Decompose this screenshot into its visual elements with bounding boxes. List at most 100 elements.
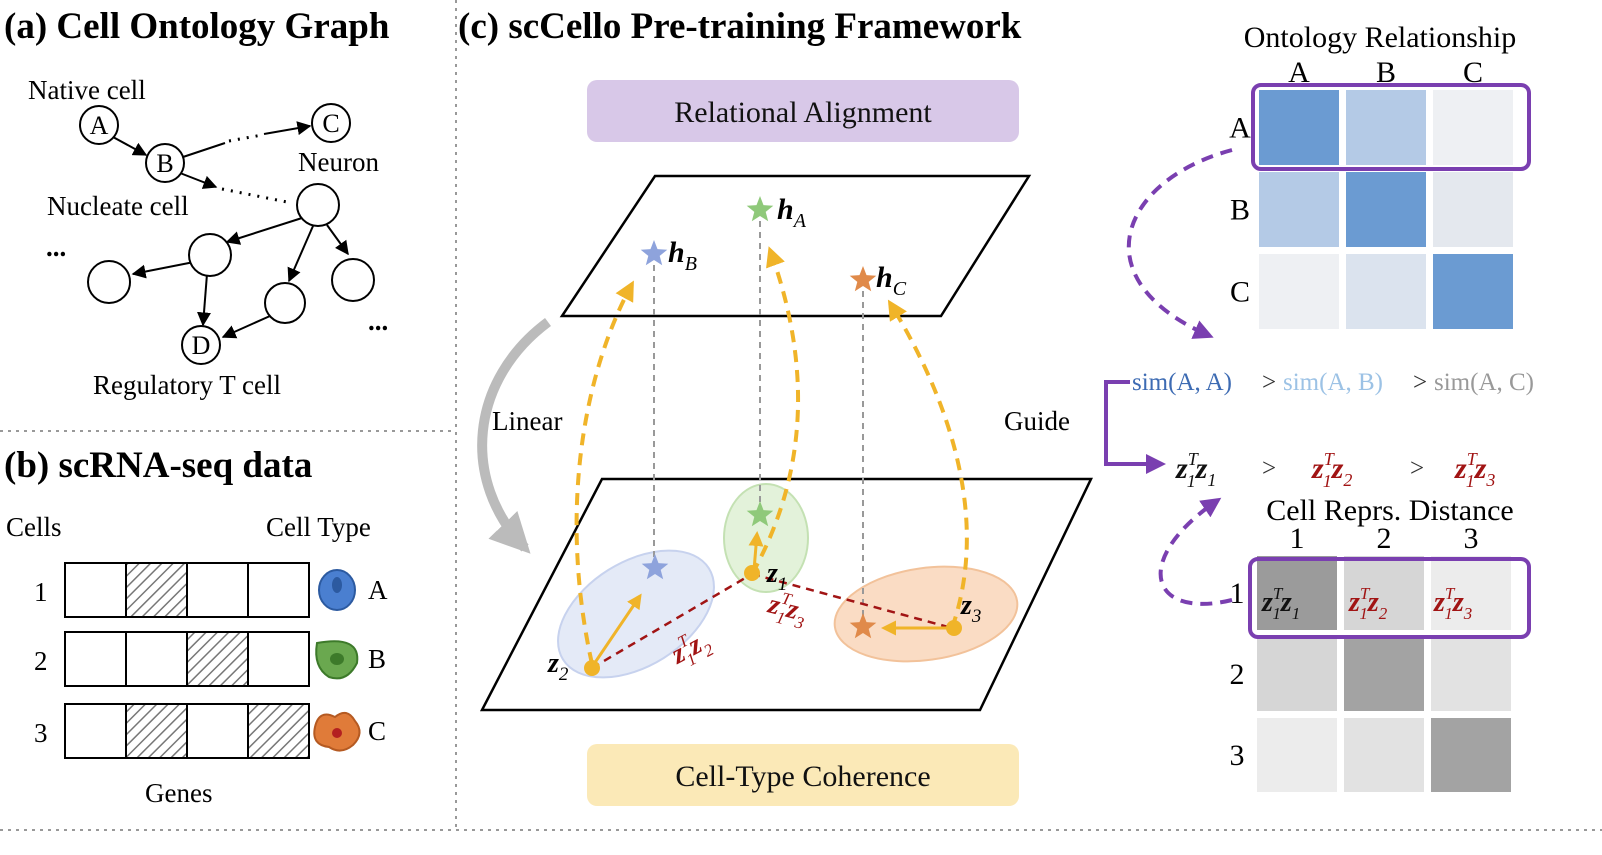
nucleus-icon	[330, 653, 344, 665]
matrix-cell	[1257, 637, 1337, 711]
ellipsis-left: ...	[46, 232, 66, 262]
matrix-col-label: C	[1463, 56, 1483, 89]
ontology-node-mid	[188, 233, 232, 277]
ontology-node-right	[331, 258, 375, 302]
sim-ac: sim(A, C)	[1434, 369, 1534, 396]
cells-label: Cells	[6, 512, 62, 542]
gene-cell	[64, 631, 127, 687]
matrix-col-label: 1	[1290, 522, 1305, 555]
gene-cell	[186, 562, 249, 618]
row-cell-type: A	[368, 575, 388, 605]
linear-label: Linear	[492, 406, 562, 436]
cell-point-3	[946, 620, 962, 636]
nucleus-icon	[332, 728, 342, 738]
ontology-highlight	[1251, 83, 1531, 171]
ontology-node-b: B	[145, 143, 185, 183]
matrix-col-label: 3	[1464, 522, 1479, 555]
matrix-cell	[1433, 90, 1513, 165]
matrix-cell	[1257, 718, 1337, 792]
matrix-cell	[1344, 637, 1424, 711]
matrix-cell	[1259, 90, 1339, 165]
matrix-cell	[1346, 90, 1426, 165]
row-index: 3	[34, 718, 48, 748]
matrix-cell	[1433, 172, 1513, 247]
gene-cell	[247, 562, 310, 618]
relational-alignment-box	[587, 80, 1019, 142]
matrix-cell	[1344, 718, 1424, 792]
label-regulatory-t-cell: Regulatory T cell	[93, 370, 281, 400]
linear-arrow	[477, 317, 551, 554]
nucleus-icon	[332, 577, 342, 593]
label-neuron: Neuron	[298, 147, 379, 177]
matrix-row-label: C	[1230, 276, 1250, 309]
guide-bracket	[1104, 380, 1166, 474]
sim-gt-1: >	[1262, 369, 1276, 396]
star-h-b	[640, 240, 668, 266]
matrix-cell	[1257, 556, 1337, 630]
ellipsis-right: ...	[368, 306, 388, 336]
matrix-col-label: 2	[1377, 522, 1392, 555]
matrix-cell	[1433, 254, 1513, 329]
ontology-edges	[112, 121, 349, 339]
gene-cell-hatched	[125, 562, 188, 618]
gene-cell	[64, 562, 127, 618]
lift-arrows	[574, 246, 969, 665]
sim-ab: sim(A, B)	[1283, 369, 1383, 396]
row-index: 1	[34, 577, 48, 607]
row-index: 2	[34, 646, 48, 676]
z-gt-1: >	[1262, 455, 1276, 482]
panel-c: (c) scCello Pre-training Framework Relat…	[458, 6, 1534, 806]
cluster-b-ellipse	[557, 549, 715, 679]
matrix-row-label: 1	[1230, 577, 1245, 610]
gene-cell-hatched	[125, 703, 188, 759]
ontology-node-neuron	[296, 183, 340, 227]
cluster-a-ellipse	[723, 483, 809, 593]
z-gt-2: >	[1410, 455, 1424, 482]
cluster-c-ellipse	[833, 565, 1019, 663]
distance-highlight	[1248, 557, 1531, 639]
matrix-row-label: A	[1229, 112, 1251, 145]
ontology-node-c: C	[311, 103, 351, 143]
distance-title: Cell Reprs. Distance	[1266, 494, 1513, 527]
local-arrows	[592, 531, 948, 665]
ontology-node-left	[87, 260, 131, 304]
guide-arrow-bottom	[1158, 497, 1233, 606]
gene-cell	[125, 631, 188, 687]
svg-text:A: A	[90, 111, 109, 140]
svg-text:zT1z3: zT1z3	[1454, 449, 1495, 491]
matrix-row-label: B	[1230, 194, 1250, 227]
matrix-cell	[1431, 637, 1511, 711]
svg-text:zT1z2: zT1z2	[1311, 449, 1352, 491]
row-cell-type: C	[368, 716, 386, 746]
cell-point-1	[744, 565, 760, 581]
matrix-cell	[1259, 254, 1339, 329]
matrix-cell	[1259, 172, 1339, 247]
matrix-col-label: A	[1288, 56, 1310, 89]
ontology-node-lower	[264, 282, 306, 324]
matrix-row-label: 3	[1230, 739, 1245, 772]
genes-label: Genes	[145, 778, 212, 808]
celltype-coherence-label: Cell-Type Coherence	[675, 760, 930, 793]
ontology-node-d: D	[181, 325, 221, 365]
star-low-a	[746, 501, 774, 527]
label-native-cell: Native cell	[28, 75, 146, 105]
svg-text:C: C	[322, 109, 339, 138]
celltype-coherence-box	[587, 744, 1019, 806]
sim-gt-2: >	[1413, 369, 1427, 396]
guide-arrow-top	[1126, 148, 1233, 339]
star-low-c	[849, 613, 877, 639]
matrix-cell	[1346, 254, 1426, 329]
matrix-cell	[1344, 556, 1424, 630]
cell-point-2	[584, 660, 600, 676]
distance-lines	[591, 572, 953, 670]
relational-alignment-label: Relational Alignment	[674, 96, 932, 129]
row-cell-type: B	[368, 644, 386, 674]
panel-a: (a) Cell Ontology Graph Native cell Neur…	[4, 6, 390, 400]
